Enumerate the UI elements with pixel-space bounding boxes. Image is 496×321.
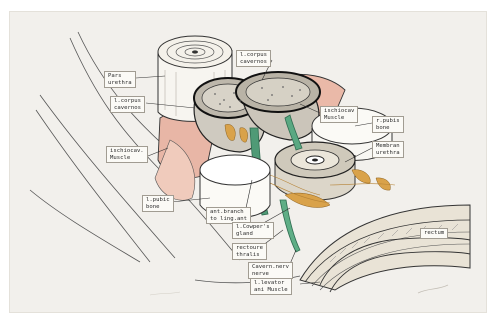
label-cowpers-gland: l.Cowper's gland bbox=[232, 222, 274, 239]
membranous-urethra bbox=[275, 142, 355, 200]
pencil-inscription bbox=[150, 292, 180, 295]
label-rectourethralis: rectoure thralis bbox=[232, 243, 267, 260]
label-membran-urethra: Membran urethra bbox=[372, 141, 404, 158]
label-cavern-nerve: Cavern.nerv nerve bbox=[248, 262, 293, 279]
label-rectum: rectum bbox=[420, 228, 448, 239]
label-pars-urethra: Pars urethra bbox=[104, 71, 136, 88]
label-left-pubic-bone: l.pubic bone bbox=[142, 195, 174, 212]
rectal-wall bbox=[300, 205, 470, 290]
label-corpus-cavernos-top: l.corpus cavernos bbox=[236, 50, 271, 67]
label-ischiocav-left: ischiocav. Muscle bbox=[106, 146, 148, 163]
label-corpus-cavernos-left: l.corpus cavernos bbox=[110, 96, 145, 113]
artist-signature bbox=[418, 285, 448, 293]
label-levator-ani: l.levator ani Muscle bbox=[250, 278, 292, 295]
label-ischiocav-right: ischiocav Muscle bbox=[320, 106, 358, 123]
label-right-pubis-bone: r.pubis bone bbox=[372, 116, 404, 133]
